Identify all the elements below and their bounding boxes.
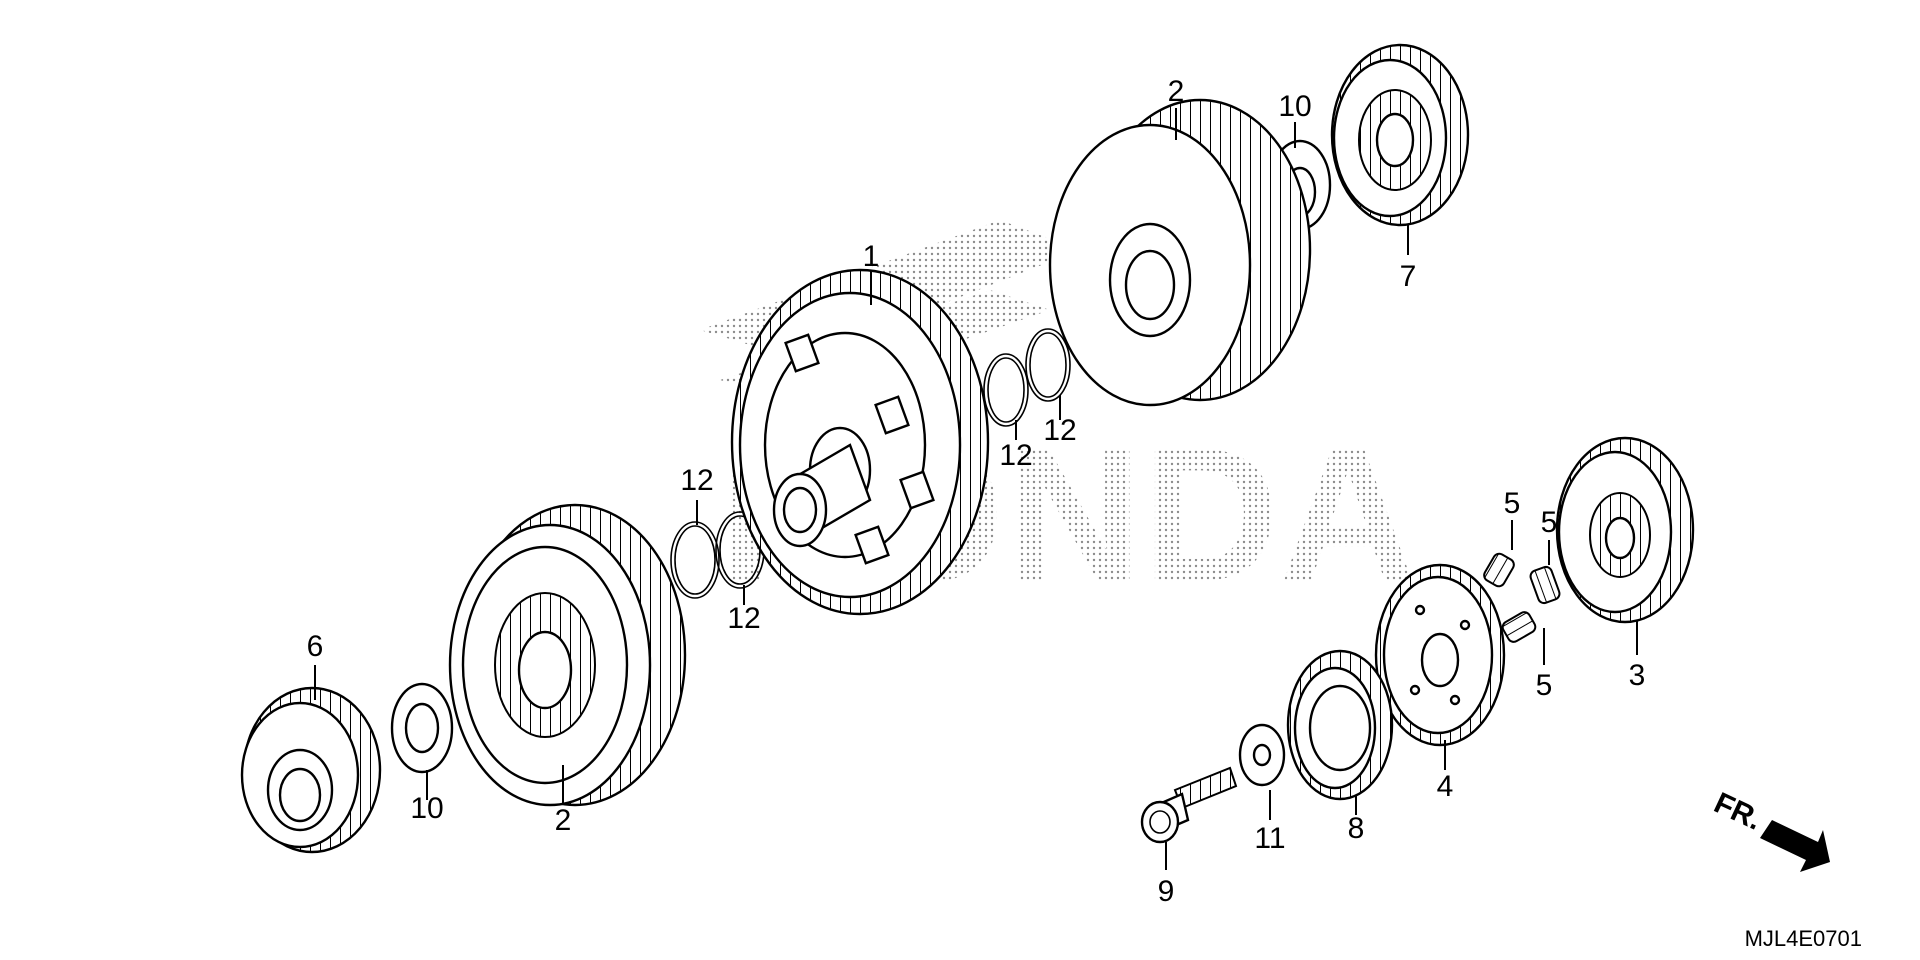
callout-2-top: 2 xyxy=(1168,75,1185,108)
callout-12-a: 12 xyxy=(680,464,713,497)
part-10-washer-left[interactable] xyxy=(390,682,454,774)
part-12-ring-c[interactable] xyxy=(983,353,1029,427)
callout-5-b: 5 xyxy=(1541,506,1558,539)
callout-10-right: 10 xyxy=(1278,90,1311,123)
part-12-ring-d[interactable] xyxy=(1025,328,1071,402)
callout-5-a: 5 xyxy=(1504,487,1521,520)
callout-12-d: 12 xyxy=(1043,414,1076,447)
leader-lines xyxy=(314,108,1638,870)
part-4-plate-gear[interactable] xyxy=(1374,563,1506,747)
callout-10-left: 10 xyxy=(410,792,443,825)
callout-3: 3 xyxy=(1629,659,1646,692)
callout-12-c: 12 xyxy=(999,439,1032,472)
front-direction-indicator: FR. xyxy=(1709,786,1830,872)
callout-12-b: 12 xyxy=(727,602,760,635)
callout-11: 11 xyxy=(1254,822,1285,855)
callout-7: 7 xyxy=(1400,260,1417,293)
front-direction-label: FR. xyxy=(1709,786,1767,836)
part-7-gear[interactable] xyxy=(1330,43,1470,227)
part-11-washer[interactable] xyxy=(1238,723,1286,787)
part-12-ring-a[interactable] xyxy=(670,521,720,599)
part-1-main-gear[interactable] xyxy=(730,268,990,616)
part-3-gear[interactable] xyxy=(1555,436,1695,624)
part-2-clutch-drum-left[interactable] xyxy=(448,503,687,807)
front-arrow-icon xyxy=(1760,820,1830,872)
part-5-spring-c[interactable] xyxy=(1501,610,1538,644)
part-5-spring-b[interactable] xyxy=(1529,565,1561,605)
callout-8: 8 xyxy=(1348,812,1365,845)
callout-5-c: 5 xyxy=(1536,669,1553,702)
part-8-ratchet[interactable] xyxy=(1286,649,1394,801)
part-5-spring-a[interactable] xyxy=(1482,552,1516,589)
callout-9: 9 xyxy=(1158,875,1175,908)
callout-6: 6 xyxy=(307,630,324,663)
callout-2-bottom: 2 xyxy=(555,804,572,837)
callout-1: 1 xyxy=(863,240,880,273)
part-2-clutch-drum-top[interactable] xyxy=(1048,98,1312,407)
part-6-gear[interactable] xyxy=(240,686,382,854)
diagram-code: MJL4E0701 xyxy=(1745,926,1862,951)
callout-4: 4 xyxy=(1437,770,1454,803)
callouts: 1 2 2 3 4 5 5 5 6 7 8 9 10 10 11 12 12 1… xyxy=(307,75,1646,908)
part-9-bolt[interactable] xyxy=(1140,766,1238,844)
